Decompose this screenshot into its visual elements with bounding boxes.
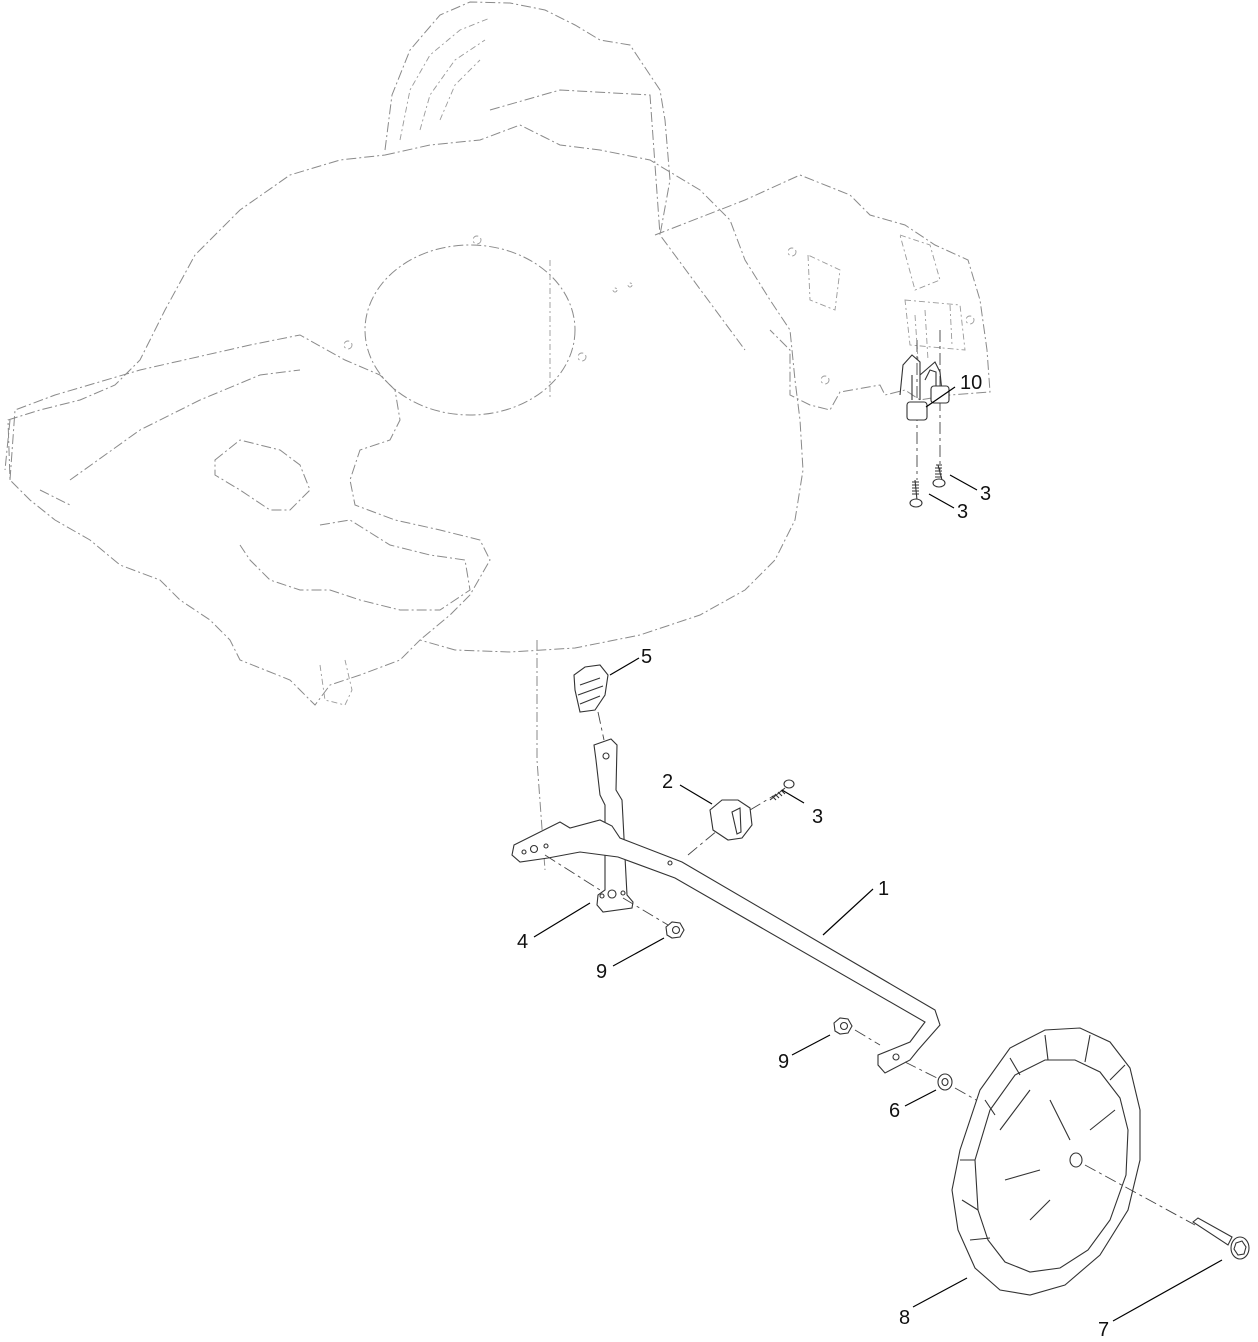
callout-6-label: 6 [889,1100,901,1122]
wheel-part [951,1027,1196,1296]
leader-line-c9b [791,1034,831,1056]
locknut-part-upper [665,921,685,939]
callout-5-label: 5 [641,646,653,668]
callout-1-label: 1 [878,878,890,900]
leader-line-c3c [781,789,805,804]
wire-clip-part [899,354,950,421]
callout-7-label: 7 [1098,1319,1110,1341]
leader-line-c1 [822,888,874,936]
leader-line-c8 [912,1277,968,1308]
callout-2-label: 2 [662,771,674,793]
rear-axle-part [511,819,941,1074]
callout-9-label-upper: 9 [596,961,608,983]
locknut-part-lower [833,1017,881,1046]
callout-leader-lines [533,386,1223,1322]
callout-10-label: 10 [960,372,983,394]
callout-4-label: 4 [517,931,529,953]
height-of-cut-bracket-part [593,738,634,913]
screw-part-upper-right [932,464,946,488]
callout-3-label-upper-left: 3 [957,501,969,523]
callout-9-label-lower: 9 [778,1051,790,1073]
leader-line-c3b [928,493,955,509]
leader-line-c3a [949,474,978,491]
callout-3-label-knob: 3 [812,806,824,828]
leader-line-c6 [904,1089,937,1107]
leader-line-c10 [925,386,956,408]
mower-deck-phantom [4,1,991,706]
leader-line-c2 [679,784,713,805]
wheel-bolt-part [1192,1217,1250,1260]
screw-part-upper-left [909,479,923,508]
leader-line-c9a [612,937,665,967]
callout-3-label-upper-right: 3 [980,483,992,505]
height-of-cut-decal-part [573,664,609,741]
leader-line-c5 [609,657,640,676]
washer-part [904,1061,986,1106]
leader-line-c4 [533,902,591,938]
height-of-cut-knob-part [709,794,776,841]
leader-line-c7 [1112,1259,1223,1322]
callout-8-label: 8 [899,1307,911,1329]
